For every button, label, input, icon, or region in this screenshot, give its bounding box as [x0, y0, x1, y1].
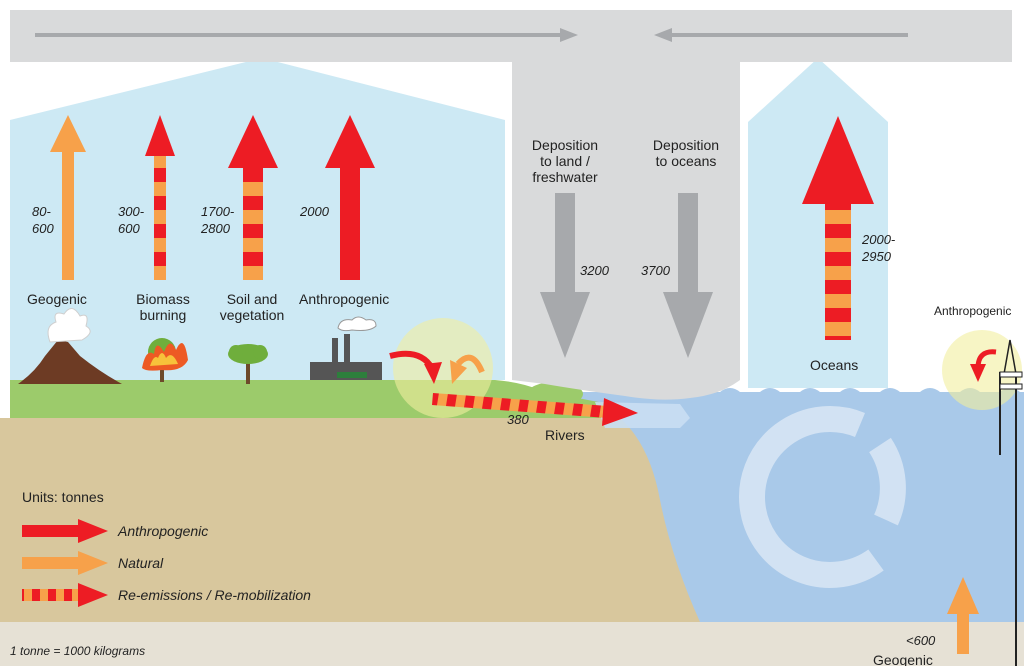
sky-ocean: [748, 58, 888, 388]
biomass-emission-arrow: [145, 115, 175, 280]
legend-anthropogenic-label: Anthropogenic: [118, 523, 209, 539]
river-transport-arrow: [432, 393, 638, 426]
geogenic-ocean-value: <600: [906, 633, 936, 648]
deposition-land-label: Deposition to land / freshwater: [531, 137, 599, 185]
legend-reemission-label: Re-emissions / Re-mobilization: [118, 587, 311, 603]
oceans-value: 2000- 2950: [862, 232, 896, 264]
legend-reemission-arrow: [22, 583, 108, 607]
soil-label: Soil and vegetation: [219, 291, 285, 323]
legend-anthropogenic-arrow: [22, 519, 108, 543]
legend-natural-arrow: [22, 551, 108, 575]
rivers-label: Rivers: [545, 427, 585, 443]
atmosphere-band: [10, 10, 1012, 400]
tree-icon: [228, 344, 268, 384]
geogenic-ocean-label: Geogenic: [873, 652, 933, 666]
deposition-ocean-value: 3700: [641, 263, 670, 278]
local-natural-curve: [455, 354, 485, 374]
biomass-value: 300- 600: [118, 204, 145, 236]
volcano-icon: [18, 308, 122, 384]
anthropogenic-value: 2000: [300, 204, 329, 219]
geogenic-label: Geogenic: [27, 291, 87, 307]
offshore-anthropogenic-label: Anthropogenic: [934, 304, 1012, 318]
geogenic-ocean-arrow: [947, 577, 979, 654]
unit-footnote: 1 tonne = 1000 kilograms: [10, 644, 146, 658]
anthropogenic-emission-arrow: [325, 115, 375, 280]
rivers-value: 380: [507, 412, 529, 427]
local-natural-head: [450, 360, 467, 384]
deposition-ocean-arrow: [663, 193, 713, 358]
deposition-land-arrow: [540, 193, 590, 358]
deposition-land-value: 3200: [580, 263, 609, 278]
hill: [527, 382, 583, 406]
legend-natural-label: Natural: [118, 555, 164, 571]
soil-value: 1700- 2800: [201, 204, 235, 236]
ocean-circulation-ring-lower: [868, 437, 906, 526]
local-anthropogenic-head: [424, 362, 442, 384]
soil-emission-arrow: [228, 115, 278, 280]
transport-arrowhead-left: [654, 28, 672, 42]
oil-rig-icon: [999, 339, 1023, 666]
fire-tree-icon: [142, 338, 188, 382]
geogenic-emission-arrow: [50, 115, 86, 280]
oceans-label: Oceans: [810, 357, 859, 373]
ocean-reemission-arrow: [802, 116, 874, 340]
anthropogenic-label: Anthropogenic: [299, 291, 390, 307]
deposition-ocean-label: Deposition to oceans: [652, 137, 720, 169]
legend-title: Units: tonnes: [22, 489, 104, 505]
ocean-circulation-ring: [739, 406, 884, 588]
factory-icon: [310, 316, 382, 380]
local-cycle-circle: [393, 318, 493, 418]
transport-arrowhead-right: [560, 28, 578, 42]
biomass-label: Biomass burning: [136, 291, 190, 323]
offshore-anthropogenic-head: [970, 364, 986, 382]
bedrock-band: [0, 622, 1024, 666]
land-soil: [0, 418, 700, 622]
geogenic-value: 80- 600: [32, 204, 54, 236]
